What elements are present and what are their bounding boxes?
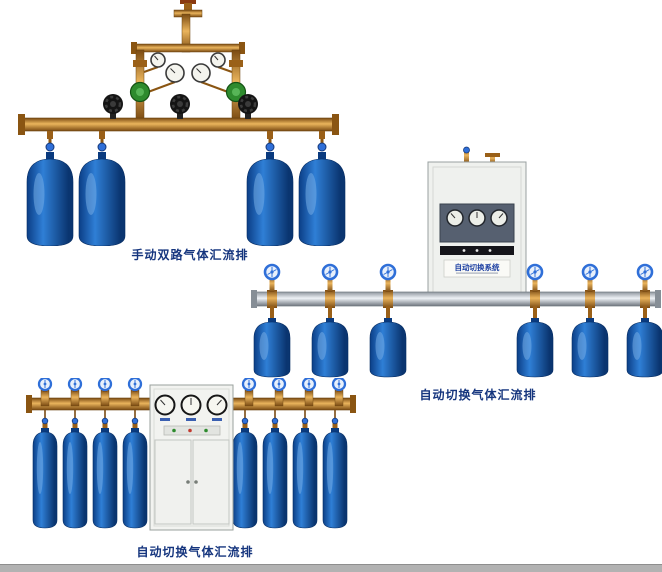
cabinet-label-text: 自动切换系统 — [455, 262, 500, 272]
cabinet-doors — [154, 439, 230, 525]
cabinet-control-strip — [163, 425, 221, 436]
right-regulator-gauges — [191, 52, 247, 103]
cylinder-connections — [41, 410, 339, 431]
auto-switch-manifold-illustration: 自动切换系统 — [251, 146, 662, 378]
manual-dual-manifold-illustration — [18, 0, 346, 246]
control-cabinet: 自动切换系统 — [427, 146, 527, 301]
left-regulator-gauges — [129, 52, 185, 103]
caption-manual-dual-manifold: 手动双路气体汇流排 — [131, 248, 249, 262]
cabinet-gauges — [154, 394, 228, 416]
control-cabinet — [149, 384, 234, 531]
shutoff-handwheels — [103, 94, 258, 119]
caption-auto-switch-manifold: 自动切换气体汇流排 — [419, 388, 537, 402]
gas-cylinders — [253, 317, 662, 378]
cabinet-gauges — [446, 209, 508, 227]
manifold-bar — [251, 290, 661, 308]
auto-switch-floor-manifold-illustration — [26, 378, 356, 531]
bottom-divider — [0, 564, 662, 572]
cylinder-connections — [45, 131, 327, 152]
caption-auto-switch-floor-manifold: 自动切换气体汇流排 — [136, 545, 254, 559]
manifold-valves — [263, 263, 654, 308]
cylinder-pigtails — [270, 306, 647, 318]
